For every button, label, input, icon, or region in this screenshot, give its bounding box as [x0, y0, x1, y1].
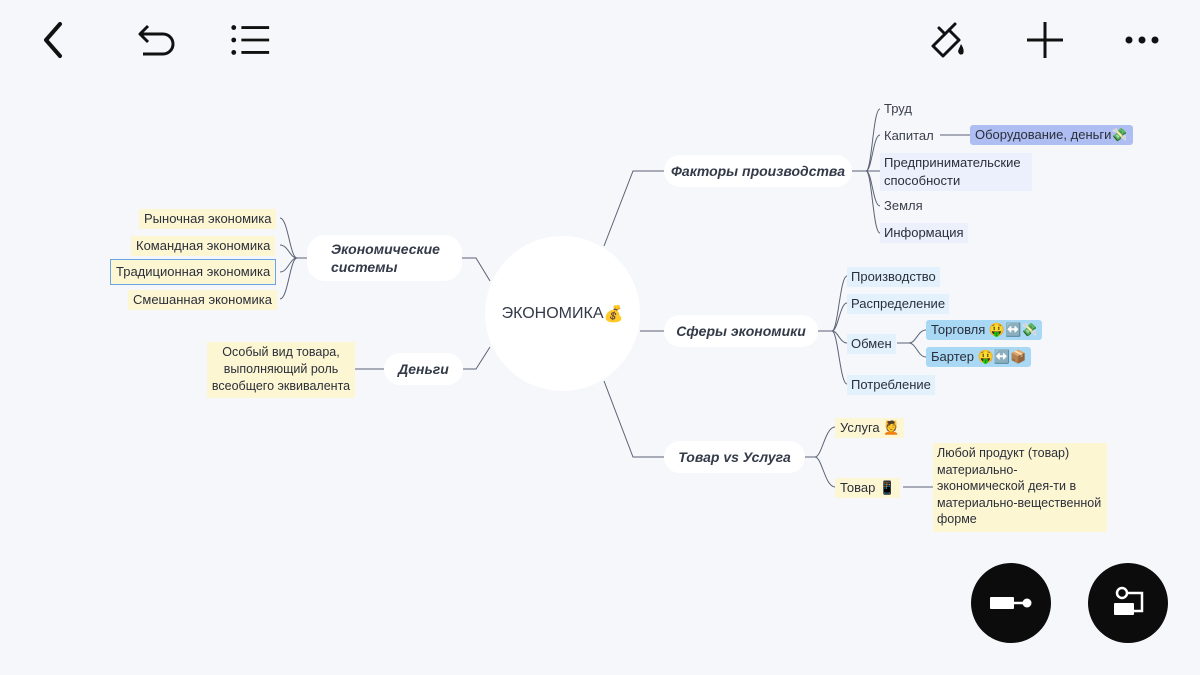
add-icon: [1027, 22, 1063, 58]
topic-factors[interactable]: Факторы производства: [664, 155, 852, 187]
subtopic-consumption[interactable]: Потребление: [847, 375, 935, 395]
subtopic-service[interactable]: Услуга 💆: [835, 418, 905, 438]
subtopic-labor[interactable]: Труд: [884, 101, 912, 116]
note-capital[interactable]: Оборудование, деньги💸: [970, 125, 1133, 145]
root-label: ЭКОНОМИКА: [501, 304, 604, 322]
subtopic-entrepreneurship[interactable]: Предпринимательские способности: [880, 153, 1032, 191]
paint-bucket-icon: [931, 22, 964, 58]
root-topic[interactable]: ЭКОНОМИКА💰: [485, 236, 640, 391]
back-button[interactable]: [32, 18, 76, 62]
subtopic-mixed-economy[interactable]: Смешанная экономика: [128, 290, 277, 310]
connect-node-button[interactable]: [971, 563, 1051, 643]
subtopic-barter[interactable]: Бартер 🤑↔️📦: [926, 347, 1032, 367]
undo-icon: [138, 24, 175, 56]
more-button[interactable]: [1120, 18, 1164, 62]
subtopic-product[interactable]: Товар 📱: [835, 478, 901, 498]
topic-money[interactable]: Деньги: [384, 353, 463, 385]
insert-subtopic-icon: [1114, 586, 1144, 615]
add-button[interactable]: [1023, 18, 1067, 62]
undo-button[interactable]: [133, 18, 177, 62]
subtopic-information[interactable]: Информация: [880, 223, 968, 243]
subtopic-capital[interactable]: Капитал: [884, 128, 934, 143]
topic-spheres[interactable]: Сферы экономики: [664, 315, 818, 347]
subtopic-command-economy[interactable]: Командная экономика: [131, 236, 276, 256]
outline-list-icon: [231, 25, 270, 55]
subtopic-distribution[interactable]: Распределение: [847, 294, 950, 314]
money-bag-icon: 💰: [603, 305, 624, 323]
note-product[interactable]: Любой продукт (товар) материально-эконом…: [933, 443, 1107, 532]
connect-node-icon: [990, 597, 1032, 609]
subtopic-exchange[interactable]: Обмен: [847, 334, 896, 354]
more-icon: [1125, 36, 1159, 44]
style-button[interactable]: [925, 18, 969, 62]
topic-economic-systems[interactable]: Экономические системы: [307, 235, 462, 281]
insert-subtopic-button[interactable]: [1088, 563, 1168, 643]
subtopic-market-economy[interactable]: Рыночная экономика: [139, 209, 277, 229]
subtopic-production[interactable]: Производство: [847, 267, 940, 287]
outline-button[interactable]: [228, 18, 272, 62]
back-icon: [44, 22, 62, 58]
topic-goods-vs-services[interactable]: Товар vs Услуга: [664, 441, 805, 473]
subtopic-trade[interactable]: Торговля 🤑↔️💸: [926, 320, 1043, 340]
subtopic-traditional-economy[interactable]: Традиционная экономика: [110, 259, 277, 285]
note-money[interactable]: Особый вид товара, выполняющий роль всео…: [207, 342, 355, 398]
subtopic-land[interactable]: Земля: [884, 198, 923, 213]
